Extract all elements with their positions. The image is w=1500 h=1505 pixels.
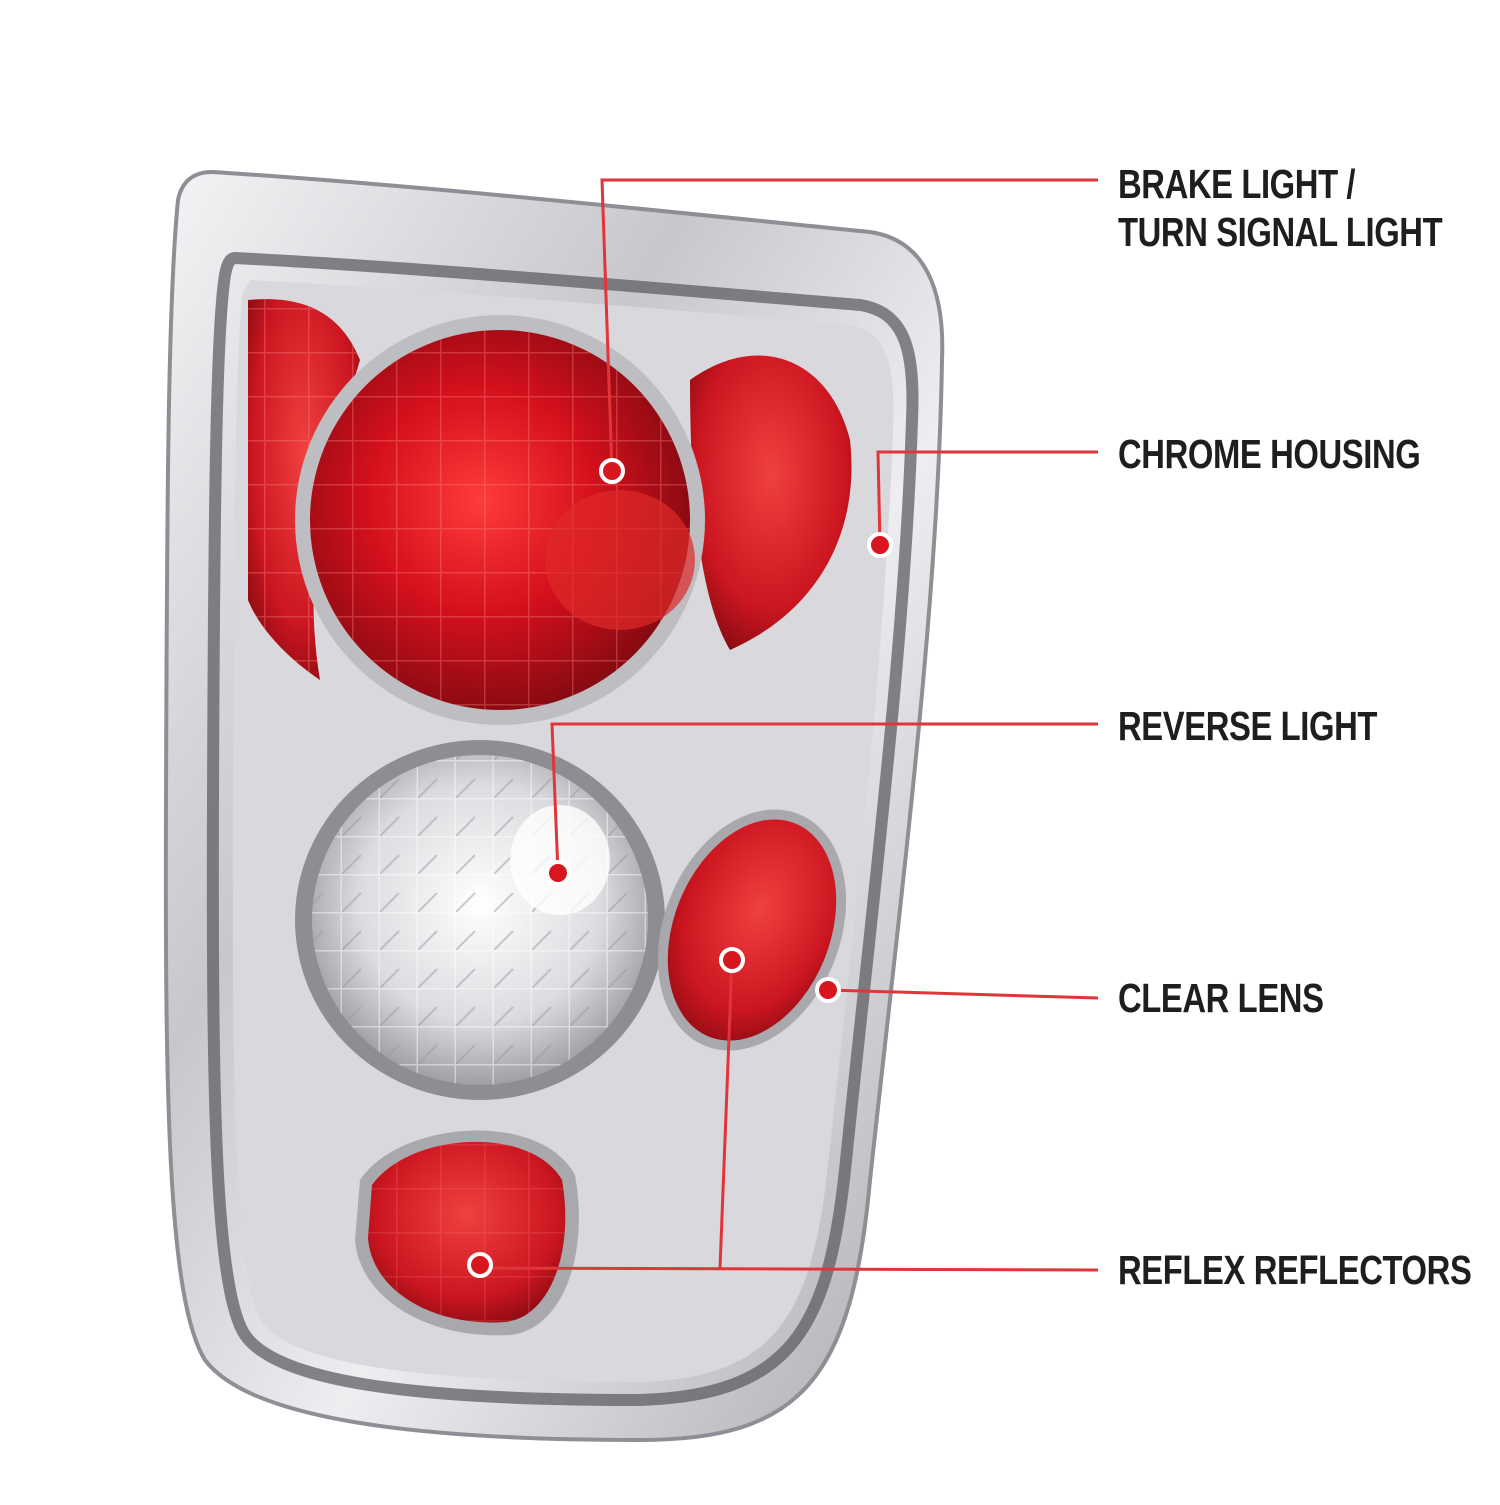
leader-reflex-side (718, 959, 734, 1269)
leader-brake-turn (600, 178, 1098, 472)
marker-reverse-light (545, 860, 571, 886)
label-chrome-housing: CHROME HOUSING (1118, 431, 1421, 477)
leader-reflex-reflectors (479, 1266, 1099, 1272)
leader-chrome-housing (876, 450, 1098, 546)
marker-clear-lens (815, 977, 841, 1003)
leader-clear-lens (827, 988, 1099, 1000)
label-reflex-reflectors: REFLEX REFLECTORS (1118, 1247, 1472, 1293)
marker-brake-turn (599, 458, 625, 484)
leader-reverse-light (550, 722, 1098, 874)
label-reverse-light: REVERSE LIGHT (1118, 703, 1378, 749)
marker-reflex-bottom (467, 1252, 493, 1278)
marker-reflex-side (719, 947, 745, 973)
marker-chrome-housing (867, 532, 893, 558)
label-clear-lens: CLEAR LENS (1118, 975, 1324, 1021)
label-brake-turn: BRAKE LIGHT / TURN SIGNAL LIGHT (1118, 161, 1443, 255)
